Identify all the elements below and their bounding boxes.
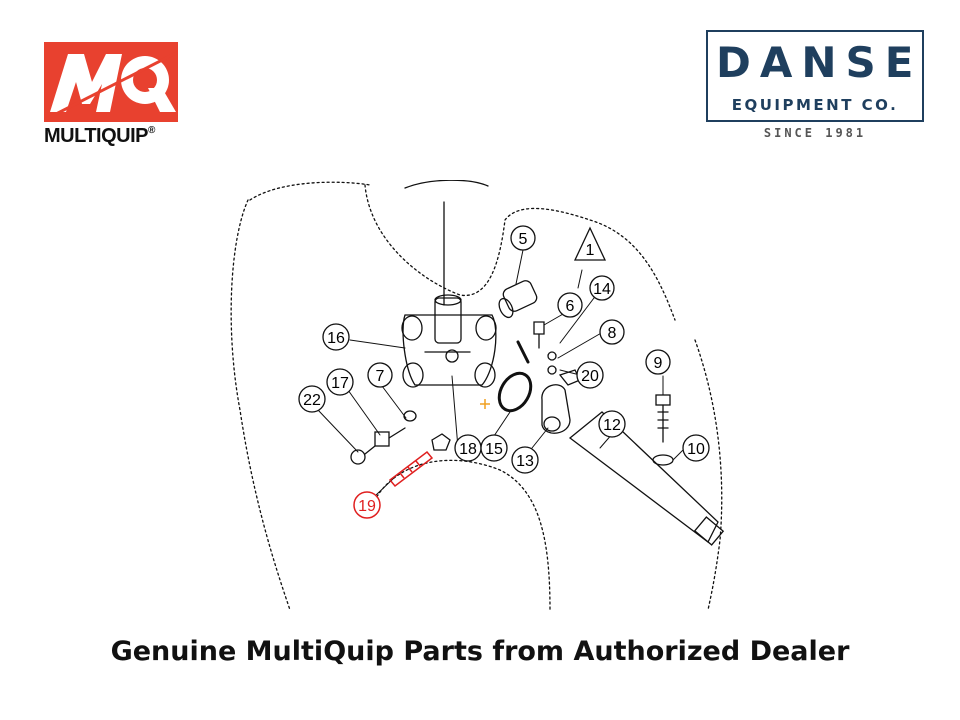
callout-label: 8 (608, 325, 617, 342)
caption: Genuine MultiQuip Parts from Authorized … (110, 636, 850, 667)
callout-17: 17 (326, 368, 354, 396)
callout-label: 16 (327, 330, 345, 347)
callout-18: 18 (454, 434, 482, 462)
arm-shaft (541, 369, 725, 546)
trademark-symbol: ® (148, 125, 155, 136)
callout-label: 17 (331, 375, 349, 392)
callout-12: 12 (598, 410, 626, 438)
callout-6: 6 (557, 292, 583, 318)
danse-since: SINCE 1981 (763, 126, 867, 140)
callout-label: 1 (586, 242, 595, 259)
callout-9: 9 (645, 349, 671, 375)
callout-14: 14 (589, 275, 615, 301)
callout-16: 16 (322, 323, 350, 351)
housing-outline (230, 199, 291, 611)
callout-label: 12 (603, 417, 621, 434)
housing-outline-lower (369, 459, 551, 611)
callout-22: 22 (298, 385, 326, 413)
parts-diagram: 1 5 6 14 8 16 20 9 17 7 22 12 18 15 13 1… (230, 180, 725, 611)
callout-label: 13 (516, 453, 534, 470)
callout-10: 10 (682, 434, 710, 462)
callout-label: 9 (654, 355, 663, 372)
bolt-part (652, 394, 674, 466)
callout-15: 15 (480, 434, 508, 462)
top-arc (404, 180, 489, 189)
callout-8: 8 (599, 319, 625, 345)
callout-20: 20 (576, 361, 604, 389)
callout-label: 19 (358, 498, 376, 515)
callout-label: 18 (459, 441, 477, 458)
multiquip-logo: MULTIQUIP® (42, 42, 182, 150)
housing-outline-right (694, 339, 723, 611)
callout-7: 7 (367, 362, 393, 388)
callout-label: 22 (303, 392, 321, 409)
multiquip-logo-mark (43, 42, 179, 122)
nut-part (431, 433, 451, 451)
danse-name: DANSE (716, 38, 923, 87)
housing-outline-inner (364, 184, 676, 321)
callout-label: 7 (376, 368, 385, 385)
housing-outline-top (249, 181, 371, 201)
adjust-bolt (350, 410, 417, 465)
danse-subtitle: EQUIPMENT CO. (731, 96, 899, 114)
callout-19: 19 (353, 491, 381, 519)
spider-hub (401, 294, 497, 388)
mq-mark-icon (43, 50, 179, 122)
center-marker-icon (480, 399, 490, 409)
highlighted-part-19 (388, 450, 434, 488)
callout-label: 6 (566, 298, 575, 315)
callout-label: 14 (593, 281, 611, 298)
multiquip-wordmark: MULTIQUIP® (44, 125, 184, 148)
callout-label: 10 (687, 441, 705, 458)
callout-label: 15 (485, 441, 503, 458)
callout-1: 1 (573, 226, 607, 261)
callout-5: 5 (510, 225, 536, 251)
sleeve-part (498, 280, 538, 319)
callout-label: 5 (519, 231, 528, 248)
callout-label: 20 (581, 368, 599, 385)
multiquip-wordmark-text: MULTIQUIP (44, 125, 149, 147)
callout-13: 13 (511, 446, 539, 474)
danse-logo: DANSE EQUIPMENT CO. (706, 30, 924, 122)
